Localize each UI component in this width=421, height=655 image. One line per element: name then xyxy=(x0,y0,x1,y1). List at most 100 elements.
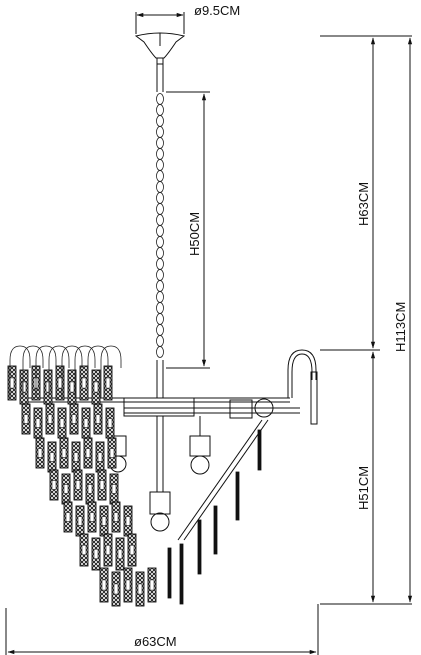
chain-height-dimension: H50CM xyxy=(166,91,210,369)
crystal-facet xyxy=(117,548,123,560)
crystal-facet xyxy=(35,418,41,428)
crystal-facet xyxy=(97,452,103,462)
chain-link xyxy=(156,269,164,281)
light-bulbs xyxy=(109,398,274,532)
chain-link xyxy=(156,225,164,237)
pendant-hooks xyxy=(9,345,122,398)
chain-link xyxy=(156,291,164,303)
crystal-facet xyxy=(93,381,99,393)
crystal-facet xyxy=(113,583,119,595)
canopy-diameter-label: ø9.5CM xyxy=(194,3,240,18)
crystal-facet xyxy=(63,484,69,494)
crystal-facet xyxy=(101,516,107,526)
crystal-facet xyxy=(61,448,67,458)
crystal-facet xyxy=(125,579,131,591)
chain-link xyxy=(156,93,164,105)
crystal-facet xyxy=(149,579,155,591)
chain-link xyxy=(156,181,164,193)
chain-link xyxy=(156,115,164,127)
canopy-diameter-dimension: ø9.5CM xyxy=(135,3,240,34)
chain-link xyxy=(156,324,164,336)
chain-link xyxy=(156,280,164,292)
crystal-facet xyxy=(109,448,115,458)
long-prism xyxy=(197,519,202,575)
long-prism xyxy=(213,505,218,555)
height-dimensions: H63CM H51CM H113CM xyxy=(320,35,413,605)
crystal-facet xyxy=(73,452,79,462)
crystal-facet xyxy=(65,512,71,522)
upper-height-label: H63CM xyxy=(356,182,371,226)
crystal-facet xyxy=(111,484,117,494)
hook xyxy=(35,345,57,398)
crystal-facet xyxy=(9,377,15,389)
crystal-facet xyxy=(81,377,87,389)
right-prisms xyxy=(167,429,262,605)
long-prism xyxy=(179,543,184,605)
canopy xyxy=(134,32,186,65)
crystal-facet xyxy=(137,583,143,595)
hook xyxy=(61,345,83,398)
crystal-facet xyxy=(23,414,29,424)
crystal-facet xyxy=(69,381,75,393)
overall-diameter-dimension: ø63CM xyxy=(5,604,319,655)
crystal-facet xyxy=(129,544,135,556)
crystal-facet xyxy=(47,414,53,424)
crystal-facet xyxy=(37,448,43,458)
chain-link xyxy=(156,203,164,215)
crystal-facet xyxy=(57,377,63,389)
hook xyxy=(100,345,122,398)
crystal-facet xyxy=(49,452,55,462)
chain-link xyxy=(156,247,164,259)
crystal-facet xyxy=(81,544,87,556)
crystal-facet xyxy=(85,448,91,458)
crystal-facet xyxy=(87,484,93,494)
chain-link xyxy=(156,313,164,325)
chain-link xyxy=(156,302,164,314)
chain-link xyxy=(156,126,164,138)
chain-link xyxy=(156,148,164,160)
chain-link xyxy=(156,159,164,171)
hook xyxy=(48,345,70,398)
crystal-facet xyxy=(107,418,113,428)
chain-link xyxy=(156,346,164,358)
crystal-facet xyxy=(59,418,65,428)
crystal-facet xyxy=(93,548,99,560)
chain-link xyxy=(156,137,164,149)
hook xyxy=(22,345,44,398)
overall-diameter-label: ø63CM xyxy=(134,634,177,649)
crystal-facet xyxy=(75,480,81,490)
chain-height-label: H50CM xyxy=(187,212,202,256)
chain-link xyxy=(156,236,164,248)
crystal-facet xyxy=(113,512,119,522)
crystal-facet xyxy=(45,381,51,393)
crystal-facet xyxy=(89,512,95,522)
crystal-facet xyxy=(125,516,131,526)
right-hook xyxy=(287,349,318,425)
chain-link xyxy=(156,192,164,204)
crystal-facet xyxy=(51,480,57,490)
crystal-facet xyxy=(83,418,89,428)
suspension-chain xyxy=(156,64,164,398)
hook xyxy=(87,345,109,398)
crystal-facet xyxy=(105,544,111,556)
crystal-facet xyxy=(95,414,101,424)
chain-link xyxy=(156,214,164,226)
chain-link xyxy=(156,170,164,182)
crystal-facet xyxy=(71,414,77,424)
long-prism xyxy=(257,429,262,471)
hook xyxy=(9,345,31,398)
crystal-pendants xyxy=(7,365,157,607)
crystal-facet xyxy=(77,516,83,526)
chain-link xyxy=(156,258,164,270)
crystal-facet xyxy=(99,480,105,490)
long-prism xyxy=(235,471,240,521)
chain-link xyxy=(156,335,164,347)
long-prism xyxy=(167,547,172,599)
body-height-label: H51CM xyxy=(356,466,371,510)
crystal-facet xyxy=(105,377,111,389)
crystal-facet xyxy=(101,579,107,591)
hook xyxy=(74,345,96,398)
crystal-facet xyxy=(21,381,27,393)
